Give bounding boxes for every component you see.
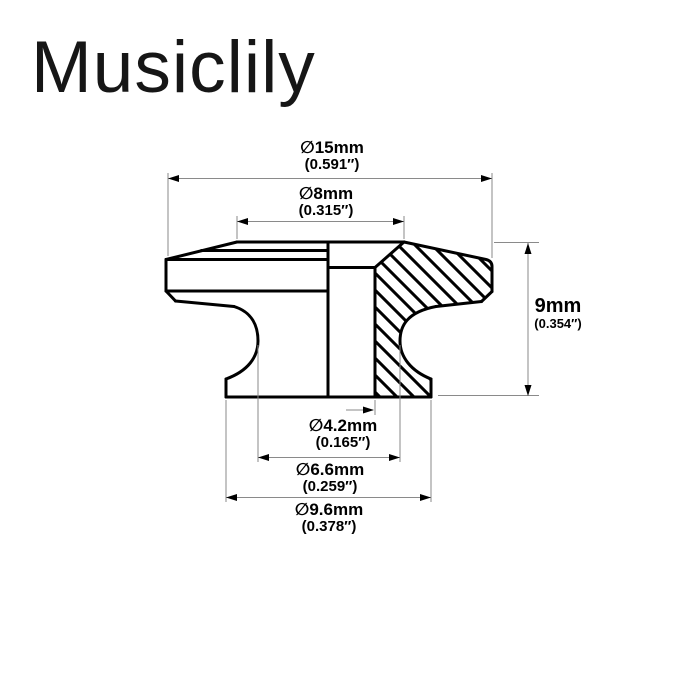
dim-imperial-value: (0.378″) xyxy=(301,518,357,535)
dim-imperial-value: (0.591″) xyxy=(304,156,360,173)
brand-logo: Musiclily xyxy=(31,27,316,108)
dim-label-diameter-9-6mm: ∅9.6mm (0.378″) xyxy=(295,501,363,535)
dim-imperial-value: (0.354″) xyxy=(534,316,582,331)
dim-metric-value: ∅6.6mm xyxy=(295,460,365,479)
dim-metric-value: ∅9.6mm xyxy=(294,500,364,519)
dimension-arrowheads xyxy=(168,175,532,501)
dim-metric-value: ∅15mm xyxy=(300,138,364,157)
dim-metric-value: ∅8mm xyxy=(298,184,354,203)
dim-metric-value: ∅4.2mm xyxy=(308,416,378,435)
dim-label-diameter-4-2mm: ∅4.2mm (0.165″) xyxy=(309,417,377,451)
dim-label-diameter-8mm: ∅8mm (0.315″) xyxy=(299,185,354,219)
dim-metric-value: 9mm xyxy=(534,295,582,317)
dimension-lines xyxy=(167,173,539,502)
dim-imperial-value: (0.259″) xyxy=(302,478,358,495)
dim-label-height-9mm: 9mm (0.354″) xyxy=(534,296,581,331)
dim-label-diameter-6-6mm: ∅6.6mm (0.259″) xyxy=(296,461,364,495)
section-hatch xyxy=(375,242,492,397)
dim-imperial-value: (0.165″) xyxy=(315,434,371,451)
dim-imperial-value: (0.315″) xyxy=(298,202,354,219)
dim-label-diameter-15mm: ∅15mm (0.591″) xyxy=(300,139,364,173)
part-outline xyxy=(164,240,494,399)
